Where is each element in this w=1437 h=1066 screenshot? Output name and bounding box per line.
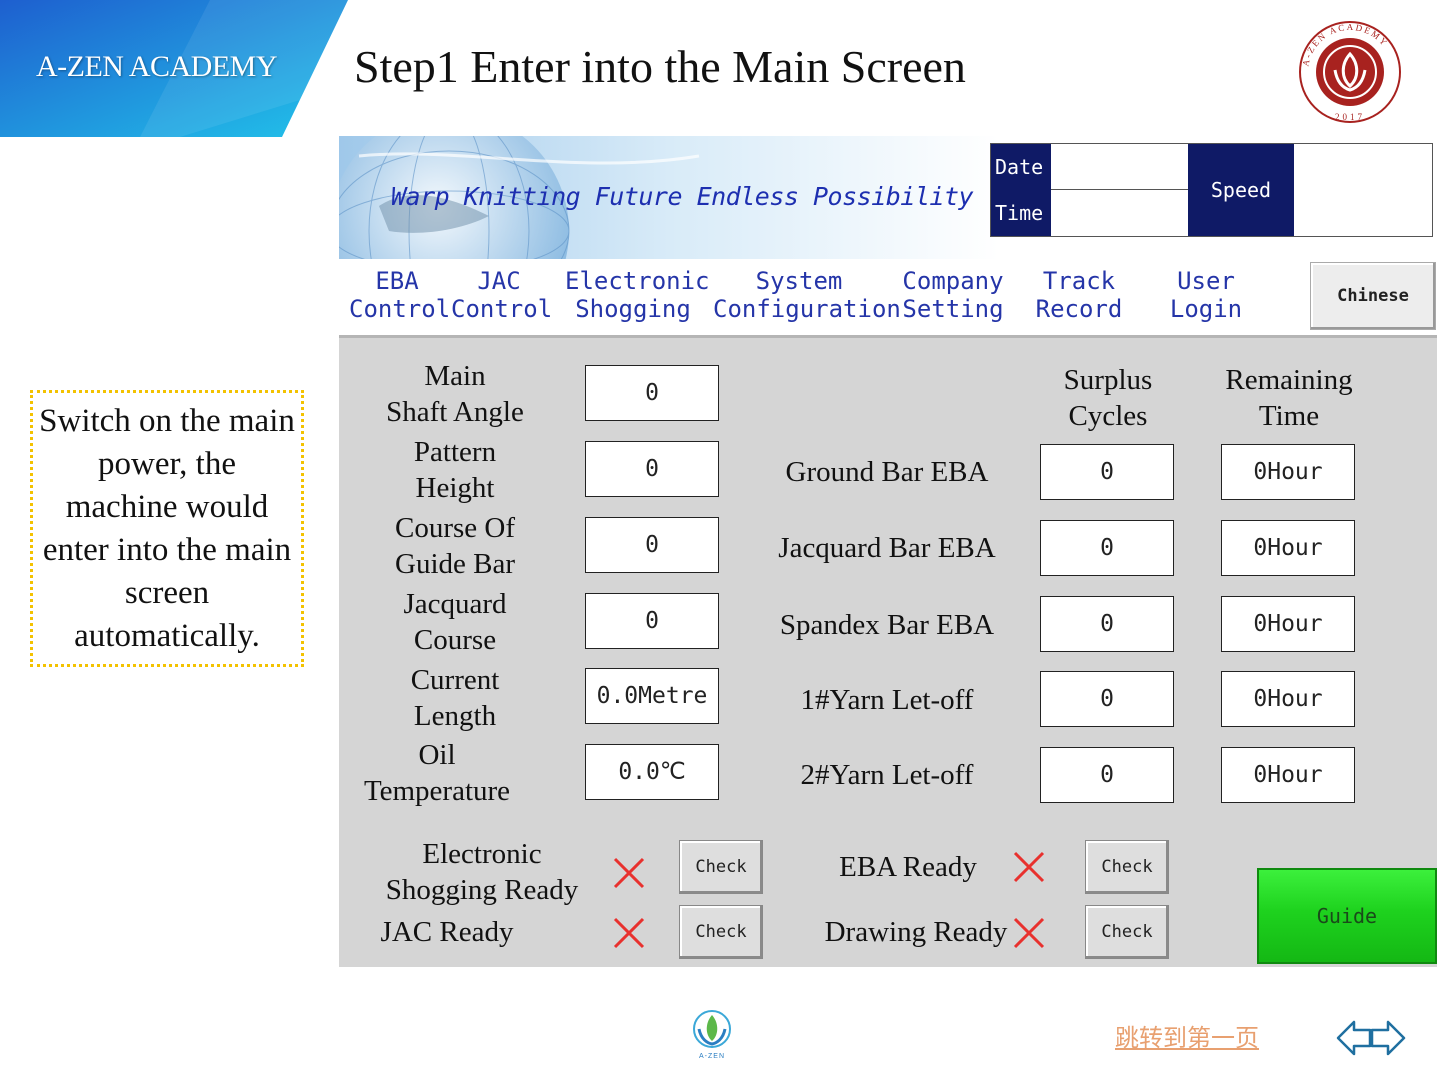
eba-ready-label: EBA Ready (839, 851, 977, 883)
instruction-note: Switch on the main power, the machine wo… (30, 390, 304, 667)
yarn-let-off-2-remaining-field[interactable]: 0Hour (1221, 747, 1355, 803)
check-drawing-button[interactable]: Check (1085, 905, 1169, 959)
course-of-guide-bar-field[interactable]: 0 (585, 517, 719, 573)
time-label: Time (991, 190, 1051, 236)
lotus-seal-icon: A-ZEN ACADEMY 2017 (1299, 21, 1401, 123)
jacquard-bar-eba-label: Jacquard Bar EBA (778, 532, 996, 564)
jac-ready-label: JAC Ready (380, 916, 514, 948)
globe-background-icon (339, 136, 999, 259)
ground-bar-eba-remaining-field[interactable]: 0Hour (1221, 444, 1355, 500)
ground-bar-eba-label: Ground Bar EBA (785, 456, 989, 488)
drawing-ready-label: Drawing Ready (824, 916, 1008, 948)
lotus-logo-icon: A-ZEN (693, 1010, 731, 1060)
speed-label: Speed (1188, 144, 1294, 236)
yarn-let-off-2-label: 2#Yarn Let-off (800, 759, 974, 791)
slide-title: Step1 Enter into the Main Screen (354, 41, 966, 92)
check-eba-button[interactable]: Check (1085, 840, 1169, 894)
speed-value (1294, 144, 1432, 236)
menu-divider (339, 335, 1437, 338)
jacquard-bar-eba-surplus-field[interactable]: 0 (1040, 520, 1174, 576)
main-shaft-angle-field[interactable]: 0 (585, 365, 719, 421)
pattern-height-field[interactable]: 0 (585, 441, 719, 497)
brand-banner-shape (0, 0, 348, 137)
guide-button[interactable]: Guide (1257, 868, 1437, 964)
brand-name: A-ZEN ACADEMY (36, 50, 278, 83)
date-time-speed-panel: Date Time Speed (990, 143, 1433, 237)
arrow-left-outline-icon[interactable] (1336, 1018, 1372, 1058)
hmi-banner: Warp Knitting Future Endless Possibility… (339, 136, 1437, 259)
footer-logo: A-ZEN (691, 1007, 733, 1061)
time-value (1051, 190, 1188, 236)
banner-slogan: Warp Knitting Future Endless Possibility (391, 182, 974, 211)
arrow-right-outline-icon[interactable] (1370, 1018, 1406, 1058)
logo-year: 2017 (1335, 112, 1365, 122)
yarn-let-off-1-label: 1#Yarn Let-off (800, 684, 974, 716)
red-cross-icon (613, 917, 645, 949)
current-length-field[interactable]: 0.0Metre (585, 668, 719, 724)
check-shogging-button[interactable]: Check (679, 840, 763, 894)
jump-to-first-page-link[interactable]: 跳转到第一页 (1115, 1026, 1259, 1052)
check-jac-button[interactable]: Check (679, 905, 763, 959)
hmi-main-screen: Warp Knitting Future Endless Possibility… (339, 136, 1437, 967)
red-cross-icon (1013, 917, 1045, 949)
date-value (1051, 144, 1188, 190)
red-cross-icon (613, 857, 645, 889)
language-chinese-button[interactable]: Chinese (1310, 262, 1436, 330)
ground-bar-eba-surplus-field[interactable]: 0 (1040, 444, 1174, 500)
yarn-let-off-1-remaining-field[interactable]: 0Hour (1221, 671, 1355, 727)
spandex-bar-eba-surplus-field[interactable]: 0 (1040, 596, 1174, 652)
red-cross-icon (1013, 851, 1045, 883)
yarn-let-off-1-surplus-field[interactable]: 0 (1040, 671, 1174, 727)
date-label: Date (991, 144, 1051, 190)
footer-logo-text: A-ZEN (699, 1053, 725, 1060)
brand-banner: A-ZEN ACADEMY (0, 0, 348, 137)
yarn-let-off-2-surplus-field[interactable]: 0 (1040, 747, 1174, 803)
spandex-bar-eba-label: Spandex Bar EBA (779, 609, 995, 641)
spandex-bar-eba-remaining-field[interactable]: 0Hour (1221, 596, 1355, 652)
oil-temperature-field[interactable]: 0.0℃ (585, 744, 719, 800)
jacquard-course-field[interactable]: 0 (585, 593, 719, 649)
jacquard-bar-eba-remaining-field[interactable]: 0Hour (1221, 520, 1355, 576)
academy-logo: A-ZEN ACADEMY 2017 (1295, 18, 1405, 126)
